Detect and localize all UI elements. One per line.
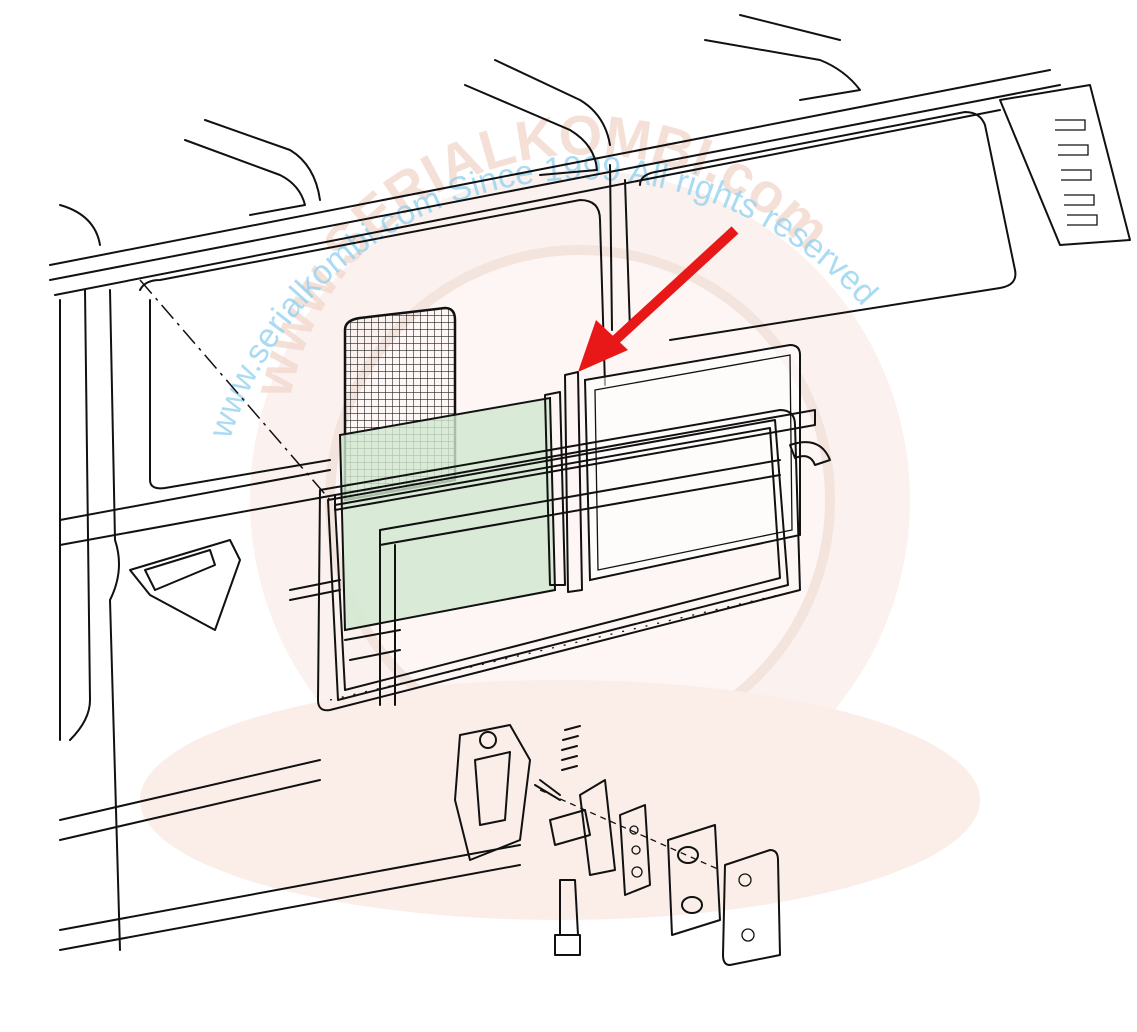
watermark: www.SERIALKOMBI.com www.serialkombi.com …: [140, 103, 980, 920]
window-frame: [289, 371, 831, 712]
indicator-arrow: [578, 226, 739, 372]
sliding-glass-pane: [338, 396, 557, 632]
van-body: [49, 14, 1131, 951]
latch-parts: [454, 724, 781, 966]
fixed-glass-pane: [583, 343, 801, 582]
